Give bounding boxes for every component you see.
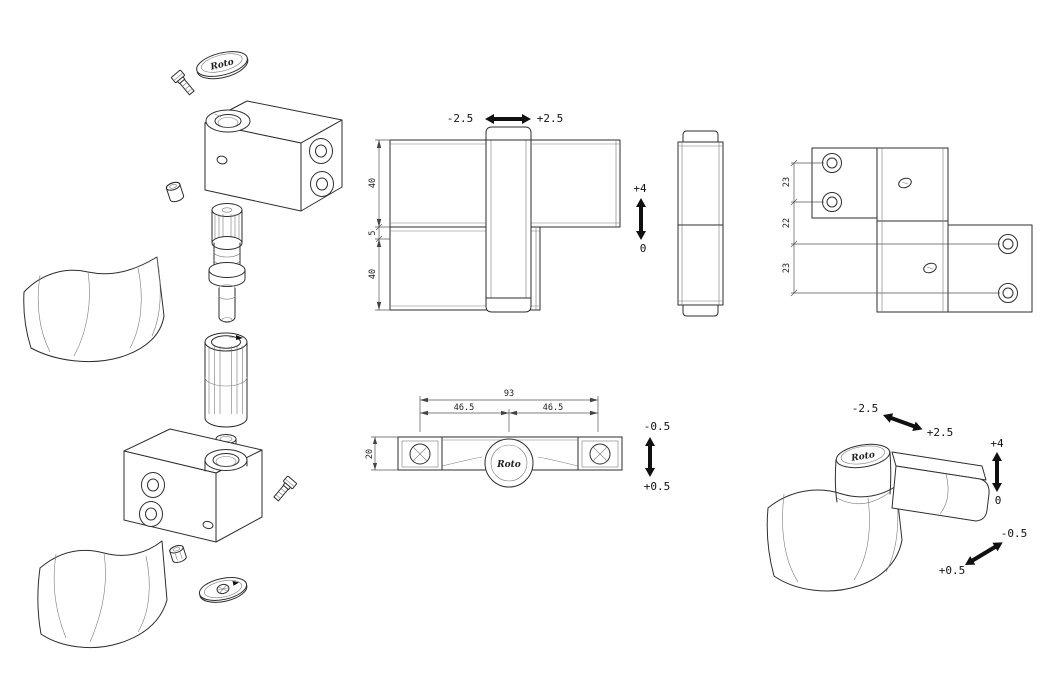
screw-holes-back-upper: [822, 153, 912, 212]
counterbore-holes-upper: [309, 138, 334, 197]
barrel-top-cap: [485, 126, 532, 141]
depth-adjustment-arrow-icon: [965, 542, 1003, 565]
pivot-bore-upper: [205, 109, 251, 133]
adjust-z-neg-label: -0.5: [644, 420, 671, 433]
side-hole-upper: [216, 155, 228, 165]
horizontal-adjustment-arrow-icon: [883, 413, 923, 431]
dim-back-bottom: 23: [782, 263, 792, 273]
brand-logo: Roto: [496, 460, 521, 470]
adjust-x-neg-label: -2.5: [852, 402, 879, 415]
dim-lower-height: 40: [368, 269, 378, 279]
adjust-z-neg-label: -0.5: [1001, 527, 1028, 540]
front-view: -2.5 +2.5 40 5 40: [368, 112, 647, 313]
horizontal-adjustment-arrow-icon: [485, 114, 531, 124]
fixing-screw-lower: [273, 475, 297, 502]
adjust-x-neg-label: -2.5: [447, 112, 474, 125]
counterbore-holes-lower: [139, 472, 165, 527]
brand-logo: Roto: [850, 450, 876, 464]
depth-adjustment-arrow-icon: [645, 437, 655, 477]
iso-frame-body: [891, 451, 990, 522]
dim-depth: 20: [365, 449, 375, 459]
side-top-cap: [682, 130, 719, 143]
adjust-y-zero-label: 0: [640, 242, 647, 255]
indicator-arrow-icon: [236, 335, 243, 340]
cover-shell-lower: [37, 540, 168, 648]
back-view: 23 22 23: [782, 147, 1033, 313]
grub-bushing: [165, 181, 185, 203]
dim-half-right: 46.5: [543, 403, 563, 413]
adjust-y-pos-label: +4: [633, 182, 647, 195]
adjust-z-pos-label: +0.5: [644, 480, 671, 493]
dim-half-left: 46.5: [454, 403, 474, 413]
dim-total-width: 93: [504, 389, 514, 399]
side-bottom-cap: [682, 304, 719, 317]
mounting-lug-right: [577, 436, 623, 471]
adjust-x-pos-label: +2.5: [927, 426, 954, 439]
vertical-adjustment-arrow-icon: [636, 198, 646, 240]
barrel-column-back: [876, 147, 949, 313]
dim-back-top: 23: [782, 177, 792, 187]
hinge-plan-body: Roto: [397, 436, 623, 488]
adjustment-insert: [204, 332, 248, 428]
adjust-x-pos-label: +2.5: [537, 112, 564, 125]
mounting-lug-left: [397, 436, 443, 471]
side-upper-section: [677, 141, 724, 226]
adjust-y-pos-label: +4: [990, 437, 1004, 450]
iso-view: Roto -2.5 +2.5 +4 0 -0.5 +0.5: [766, 402, 1028, 592]
hinge-barrel: [485, 126, 532, 313]
adjust-z-pos-label: +0.5: [939, 564, 966, 577]
fixing-screw-upper: [171, 69, 195, 96]
bottom-cap: [198, 577, 248, 603]
cover-cap: Roto: [196, 51, 249, 80]
iso-knuckle: Roto: [834, 443, 892, 505]
screw-holes-back-lower: [923, 234, 1018, 303]
frame-hinge-body: [204, 100, 343, 212]
adjust-y-zero-label: 0: [995, 494, 1002, 507]
dim-back-mid: 22: [782, 218, 792, 228]
side-view: [677, 130, 724, 317]
indicator-arrow-icon: [232, 580, 240, 586]
dim-mid-gap: 5: [368, 230, 378, 235]
side-lower-section: [677, 224, 724, 306]
pivot-boss-lower: [204, 449, 248, 472]
width-dimensions: 93 46.5 46.5: [419, 389, 599, 432]
barrel-bottom-cap: [485, 297, 532, 313]
depth-dimension: 20: [365, 436, 398, 471]
iso-sash-cover: [766, 485, 903, 592]
sash-hinge-body: [123, 428, 263, 543]
locking-nut: [169, 545, 187, 563]
hole-spacing-dimensions: 23 22 23: [782, 159, 1000, 297]
dim-upper-height: 40: [368, 178, 378, 188]
side-hole-lower: [202, 520, 214, 530]
height-dimensions: 40 5 40: [368, 139, 390, 311]
cover-shell-upper: [23, 256, 165, 362]
vertical-adjustment-arrow-icon: [992, 452, 1002, 492]
exploded-view: Roto: [23, 51, 343, 648]
pivot-pin: [208, 203, 246, 323]
knuckle-plan: Roto: [484, 438, 534, 488]
top-view: 93 46.5 46.5 Roto: [365, 389, 671, 493]
